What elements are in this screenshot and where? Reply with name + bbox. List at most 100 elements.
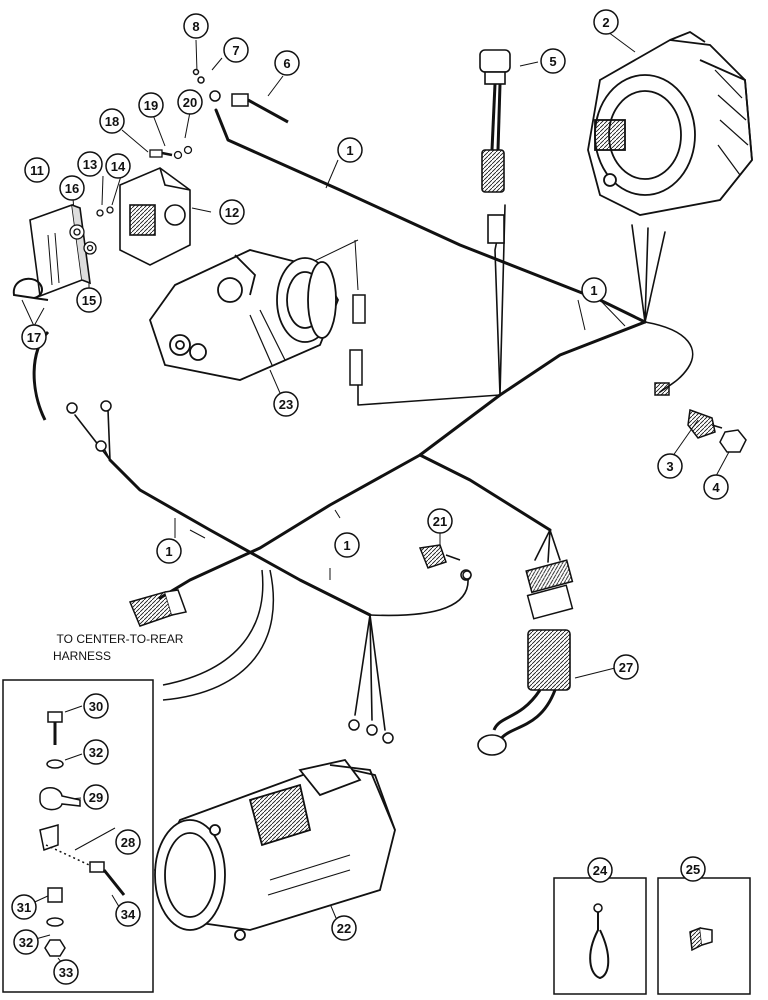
svg-text:34: 34	[121, 907, 136, 922]
harness-connector-leads	[534, 529, 561, 563]
jumper-harness	[477, 629, 571, 756]
callout-15: 15	[76, 287, 102, 313]
callout-7: 7	[223, 37, 249, 63]
svg-text:12: 12	[225, 205, 239, 220]
svg-text:32: 32	[19, 935, 33, 950]
callout-1b: 1	[581, 277, 607, 303]
callout-22: 22	[331, 915, 357, 941]
callout-32a: 32	[83, 739, 109, 765]
starter-motor	[153, 758, 396, 941]
harness-sensor-lead	[644, 321, 694, 393]
harness-upper-trunk	[214, 108, 647, 324]
callout-1d: 1	[334, 532, 360, 558]
callout-18: 18	[99, 108, 125, 134]
harness-compressor-branch	[357, 384, 501, 406]
small-hardware	[69, 145, 193, 255]
note-line-1: TO CENTER-TO-REAR	[57, 632, 184, 646]
harness-lower-right-branch	[418, 453, 552, 532]
pressure-switch	[479, 49, 511, 244]
callout-34: 34	[115, 901, 141, 927]
svg-text:23: 23	[279, 397, 293, 412]
temperature-sensor	[192, 68, 289, 124]
lower-ring-terminals	[348, 570, 472, 744]
svg-text:33: 33	[59, 965, 73, 980]
harness-alternator-leads	[631, 224, 666, 323]
svg-text:5: 5	[549, 54, 556, 69]
callout-24: 24	[587, 857, 613, 883]
inset-25	[657, 877, 751, 995]
harness-left-terminal-leads	[74, 409, 111, 461]
three-way-connectors	[525, 559, 574, 620]
callout-5: 5	[540, 48, 566, 74]
inset-24-frame	[553, 877, 647, 995]
main-harness	[74, 108, 694, 731]
callout-11: 11	[24, 157, 50, 183]
callout-6: 6	[274, 50, 300, 76]
callout-2: 2	[593, 9, 619, 35]
svg-text:21: 21	[433, 514, 447, 529]
svg-text:16: 16	[65, 181, 79, 196]
callout-17: 17	[21, 324, 47, 350]
svg-text:1: 1	[346, 143, 353, 158]
callout-30: 30	[83, 693, 109, 719]
svg-text:27: 27	[619, 660, 633, 675]
ac-compressor	[149, 249, 339, 381]
svg-text:4: 4	[712, 480, 720, 495]
callout-12: 12	[219, 199, 245, 225]
svg-text:20: 20	[183, 95, 197, 110]
harness-lower-sensor-lead	[369, 577, 469, 617]
svg-text:8: 8	[192, 19, 199, 34]
svg-text:2: 2	[602, 15, 609, 30]
speed-sensor	[654, 382, 747, 453]
harness-main-diagonal	[158, 320, 647, 600]
callout-29: 29	[83, 784, 109, 810]
callout-14: 14	[105, 153, 131, 179]
svg-text:15: 15	[82, 293, 96, 308]
svg-text:29: 29	[89, 790, 103, 805]
callout-31: 31	[11, 894, 37, 920]
harness-lower-breakout	[354, 614, 386, 731]
inset-24	[553, 877, 647, 995]
svg-text:6: 6	[283, 56, 290, 71]
hose-clamp	[12, 277, 49, 301]
svg-text:32: 32	[89, 745, 103, 760]
callout-33: 33	[53, 959, 79, 985]
compressor-connectors	[349, 294, 366, 386]
callout-25: 25	[680, 856, 706, 882]
svg-text:22: 22	[337, 921, 351, 936]
callout-32b: 32	[13, 929, 39, 955]
inset-25-frame	[657, 877, 751, 995]
callout-1c: 1	[156, 538, 182, 564]
svg-text:17: 17	[27, 330, 41, 345]
callout-21: 21	[427, 508, 453, 534]
callout-28: 28	[115, 829, 141, 855]
callout-27: 27	[613, 654, 639, 680]
alternator	[587, 30, 753, 216]
callout-8: 8	[183, 13, 209, 39]
callout-4: 4	[703, 474, 729, 500]
relay-bracket	[119, 167, 191, 266]
inset-frame	[2, 679, 154, 993]
callout-13: 13	[77, 151, 103, 177]
callout-1a: 1	[337, 137, 363, 163]
callout-23: 23	[273, 391, 299, 417]
callout-20: 20	[177, 89, 203, 115]
svg-text:1: 1	[343, 538, 350, 553]
svg-text:18: 18	[105, 114, 119, 129]
svg-text:1: 1	[590, 283, 597, 298]
note-line-2: HARNESS	[53, 649, 111, 663]
left-ring-terminals	[66, 400, 112, 452]
svg-text:14: 14	[111, 159, 126, 174]
callout-3: 3	[657, 453, 683, 479]
svg-text:31: 31	[17, 900, 31, 915]
center-to-rear-connector	[128, 589, 187, 627]
svg-text:24: 24	[593, 863, 608, 878]
svg-text:3: 3	[666, 459, 673, 474]
svg-text:28: 28	[121, 835, 135, 850]
callout-19: 19	[138, 92, 164, 118]
callout-16: 16	[59, 175, 85, 201]
svg-text:1: 1	[165, 544, 172, 559]
leader-lines	[21, 31, 731, 969]
callouts: 1 1 1 1 2 3 4 5 6 7 8 11 12 13 14 15 16 …	[11, 9, 729, 985]
